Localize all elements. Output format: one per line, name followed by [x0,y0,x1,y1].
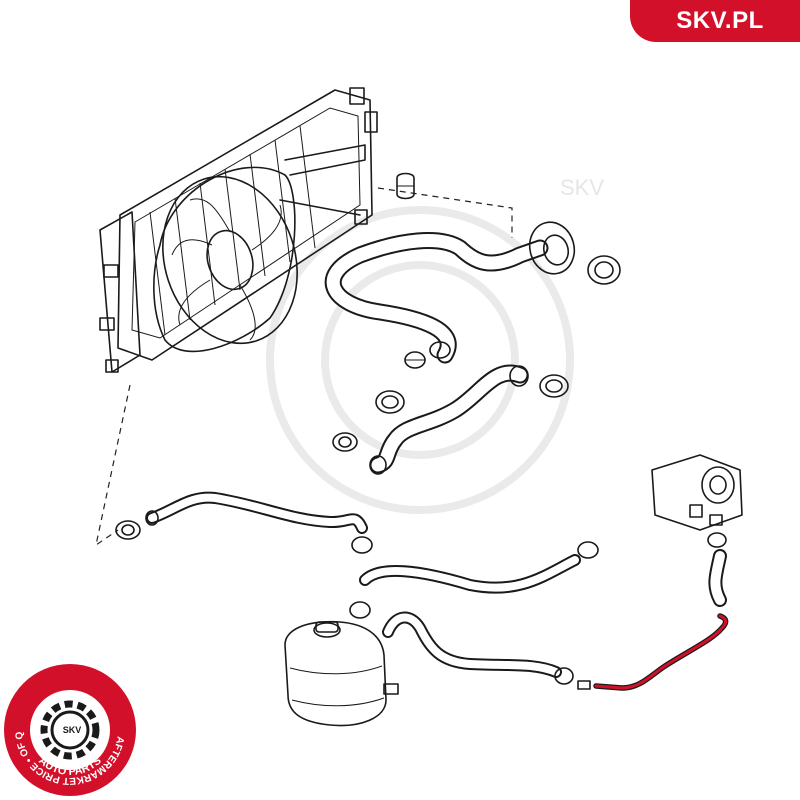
radiator [99,87,378,373]
hose-clamp [332,432,358,452]
bypass-pipe [145,491,368,534]
hose-clamp [351,536,373,554]
hose-clamp [587,255,621,285]
gear-icon [40,700,100,760]
watermark-text: SKV [560,175,604,200]
leader-lines [95,187,513,547]
thermostat-housing [651,454,743,531]
seal-center-text: SKV [63,725,82,735]
tank-outlet-hose [382,611,562,678]
hose-clamp [539,374,569,398]
hose-clamp [707,532,727,548]
expansion-tank [284,620,399,727]
short-hose [708,549,727,607]
cooling-fan [153,144,366,353]
hose-clamp [349,601,371,619]
brand-tab[interactable]: SKV.PL [630,0,800,42]
hose-clamp [115,520,141,540]
upper-radiator-hose [324,221,576,364]
hose-clamp [404,351,426,369]
hose-clamp [554,667,574,685]
watermark-gear: SKV [266,175,604,514]
hose-clamp [396,172,415,200]
hose-clamp [375,390,405,414]
hose-clamp [577,541,599,559]
quality-seal: AFTERMARKET PRICE • OF QUALITY AUTO PART… [0,660,136,796]
lower-radiator-hose [369,364,529,475]
expansion-tank-hose [359,554,581,594]
highlighted-coolant-pipe [577,613,729,691]
